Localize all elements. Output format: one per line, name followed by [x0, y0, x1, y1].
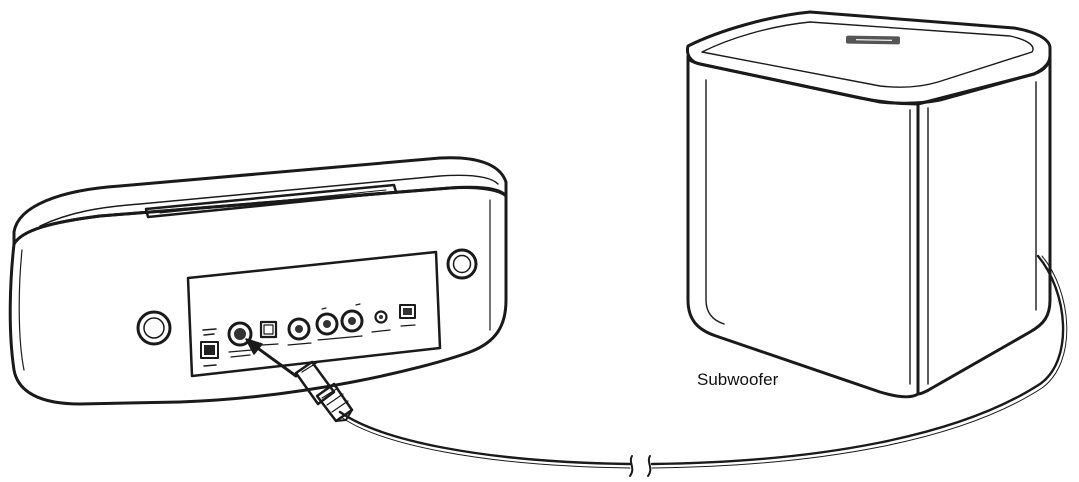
soundbar-body: [8, 185, 508, 406]
subwoofer-side: [916, 54, 1052, 396]
usb-port-icon: [399, 304, 416, 327]
soundbar-right-knob-icon: [446, 248, 478, 280]
soundbar-left-knob-icon: [136, 310, 172, 346]
coaxial-jack-icon: [287, 317, 312, 346]
cable-break-icon: [629, 455, 652, 477]
subwoofer-label: Subwoofer: [697, 370, 779, 389]
optical-jack-icon: [259, 320, 279, 346]
rca-cable-icon: [338, 254, 1068, 477]
connector-panel: [186, 250, 442, 378]
subwoofer-icon: [686, 10, 1052, 399]
insert-arrow-icon: [245, 338, 298, 378]
aux-jacks-icon: [315, 303, 364, 341]
dc-in-jack-icon: [200, 328, 219, 367]
cable-wire: [338, 254, 1065, 466]
line-in-jack-icon: [371, 310, 391, 333]
subwoofer-front: [686, 54, 920, 399]
soundbar-icon: [8, 156, 508, 406]
rca-plug-icon: [294, 360, 354, 423]
sub-out-jack-icon: [227, 321, 253, 358]
soundbar-top: [12, 156, 508, 246]
